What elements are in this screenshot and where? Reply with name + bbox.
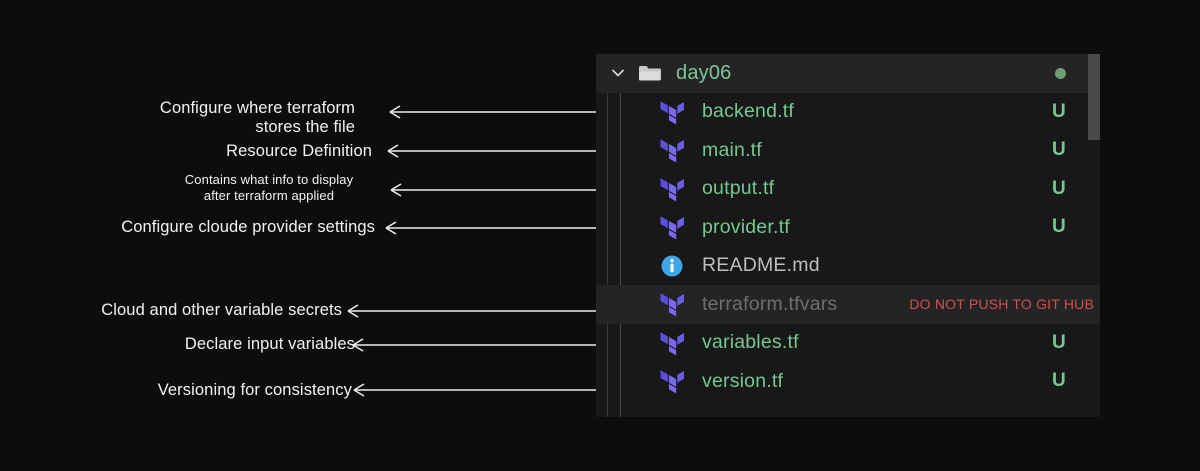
- status-badge: U: [1051, 139, 1066, 161]
- arrow-head-main: [387, 144, 399, 158]
- indent-guide-level-2: [620, 92, 621, 417]
- status-badge: U: [1051, 100, 1066, 122]
- tree-row-folder-day06[interactable]: day06: [596, 54, 1100, 93]
- file-label: variables.tf: [702, 331, 799, 354]
- status-badge: U: [1051, 216, 1066, 238]
- tree-row-main-tf[interactable]: main.tf U: [596, 131, 1100, 170]
- status-dot: [1055, 67, 1066, 79]
- status-badge: U: [1051, 370, 1066, 392]
- terraform-icon: [658, 368, 686, 394]
- terraform-icon: [658, 330, 686, 356]
- arrow-head-tfvars: [347, 304, 359, 318]
- vertical-scrollbar-thumb[interactable]: [1088, 54, 1100, 140]
- file-label: version.tf: [702, 369, 784, 392]
- terraform-icon: [658, 99, 686, 125]
- tree-row-variables-tf[interactable]: variables.tf U: [596, 324, 1100, 363]
- annotation-main: Resource Definition: [226, 142, 372, 160]
- info-icon: [658, 253, 686, 279]
- annotation-backend: Configure where terraform stores the fil…: [159, 99, 355, 136]
- file-label: backend.tf: [702, 100, 794, 123]
- folder-icon: [638, 62, 664, 84]
- annotation-output: Contains what info to display after terr…: [184, 172, 354, 203]
- arrow-head-output: [390, 183, 402, 197]
- chevron-down-icon[interactable]: [608, 63, 628, 83]
- file-label: output.tf: [702, 177, 775, 200]
- file-label: main.tf: [702, 138, 762, 161]
- annotation-provider: Configure cloude provider settings: [121, 218, 375, 236]
- arrow-head-version: [353, 383, 365, 397]
- terraform-icon: [658, 137, 686, 163]
- indent-guide-level-1: [607, 92, 608, 417]
- tree-row-readme-md[interactable]: README.md: [596, 247, 1100, 286]
- tree-row-provider-tf[interactable]: provider.tf U: [596, 208, 1100, 247]
- arrow-head-backend: [389, 105, 401, 119]
- annotation-version: Versioning for consistency: [157, 381, 352, 399]
- file-label: README.md: [702, 254, 820, 277]
- terraform-icon: [658, 291, 686, 317]
- file-explorer-panel: day06 backend.tf U main.tf U: [596, 54, 1100, 417]
- status-badge: U: [1051, 177, 1066, 199]
- arrow-head-provider: [385, 221, 397, 235]
- file-label: terraform.tfvars: [702, 292, 838, 315]
- terraform-icon: [658, 176, 686, 202]
- status-badge: U: [1051, 331, 1066, 353]
- file-label: provider.tf: [702, 215, 790, 238]
- annotation-variables: Declare input variables: [184, 335, 355, 353]
- arrow-head-variables: [352, 338, 364, 352]
- terraform-icon: [658, 214, 686, 240]
- tree-row-output-tf[interactable]: output.tf U: [596, 170, 1100, 209]
- folder-label: day06: [676, 61, 732, 84]
- tree-row-backend-tf[interactable]: backend.tf U: [596, 93, 1100, 132]
- tree-row-version-tf[interactable]: version.tf U: [596, 362, 1100, 401]
- warning-note: DO NOT PUSH TO GIT HUB: [909, 296, 1094, 313]
- annotation-tfvars: Cloud and other variable secrets: [101, 301, 342, 319]
- tree-row-terraform-tfvars[interactable]: terraform.tfvars DO NOT PUSH TO GIT HUB: [596, 285, 1100, 324]
